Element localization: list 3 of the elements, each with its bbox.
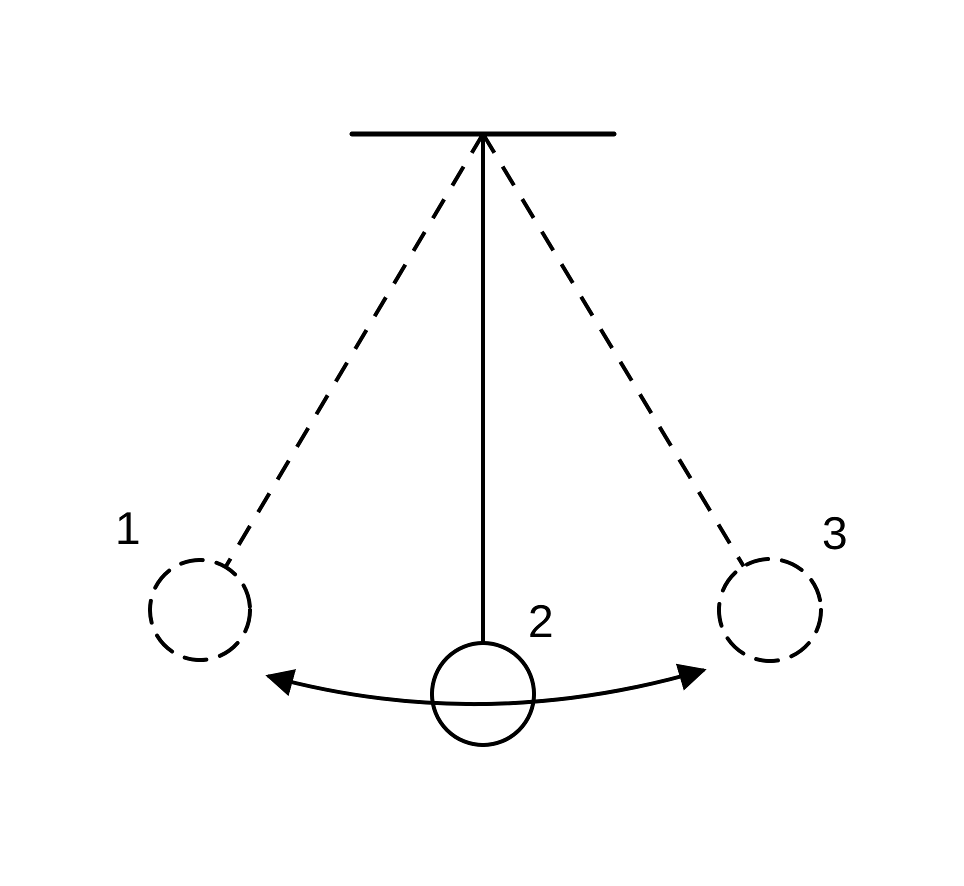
position-number: 3 (822, 510, 848, 556)
position-number: 1 (115, 505, 141, 551)
position-number: 2 (528, 598, 554, 644)
